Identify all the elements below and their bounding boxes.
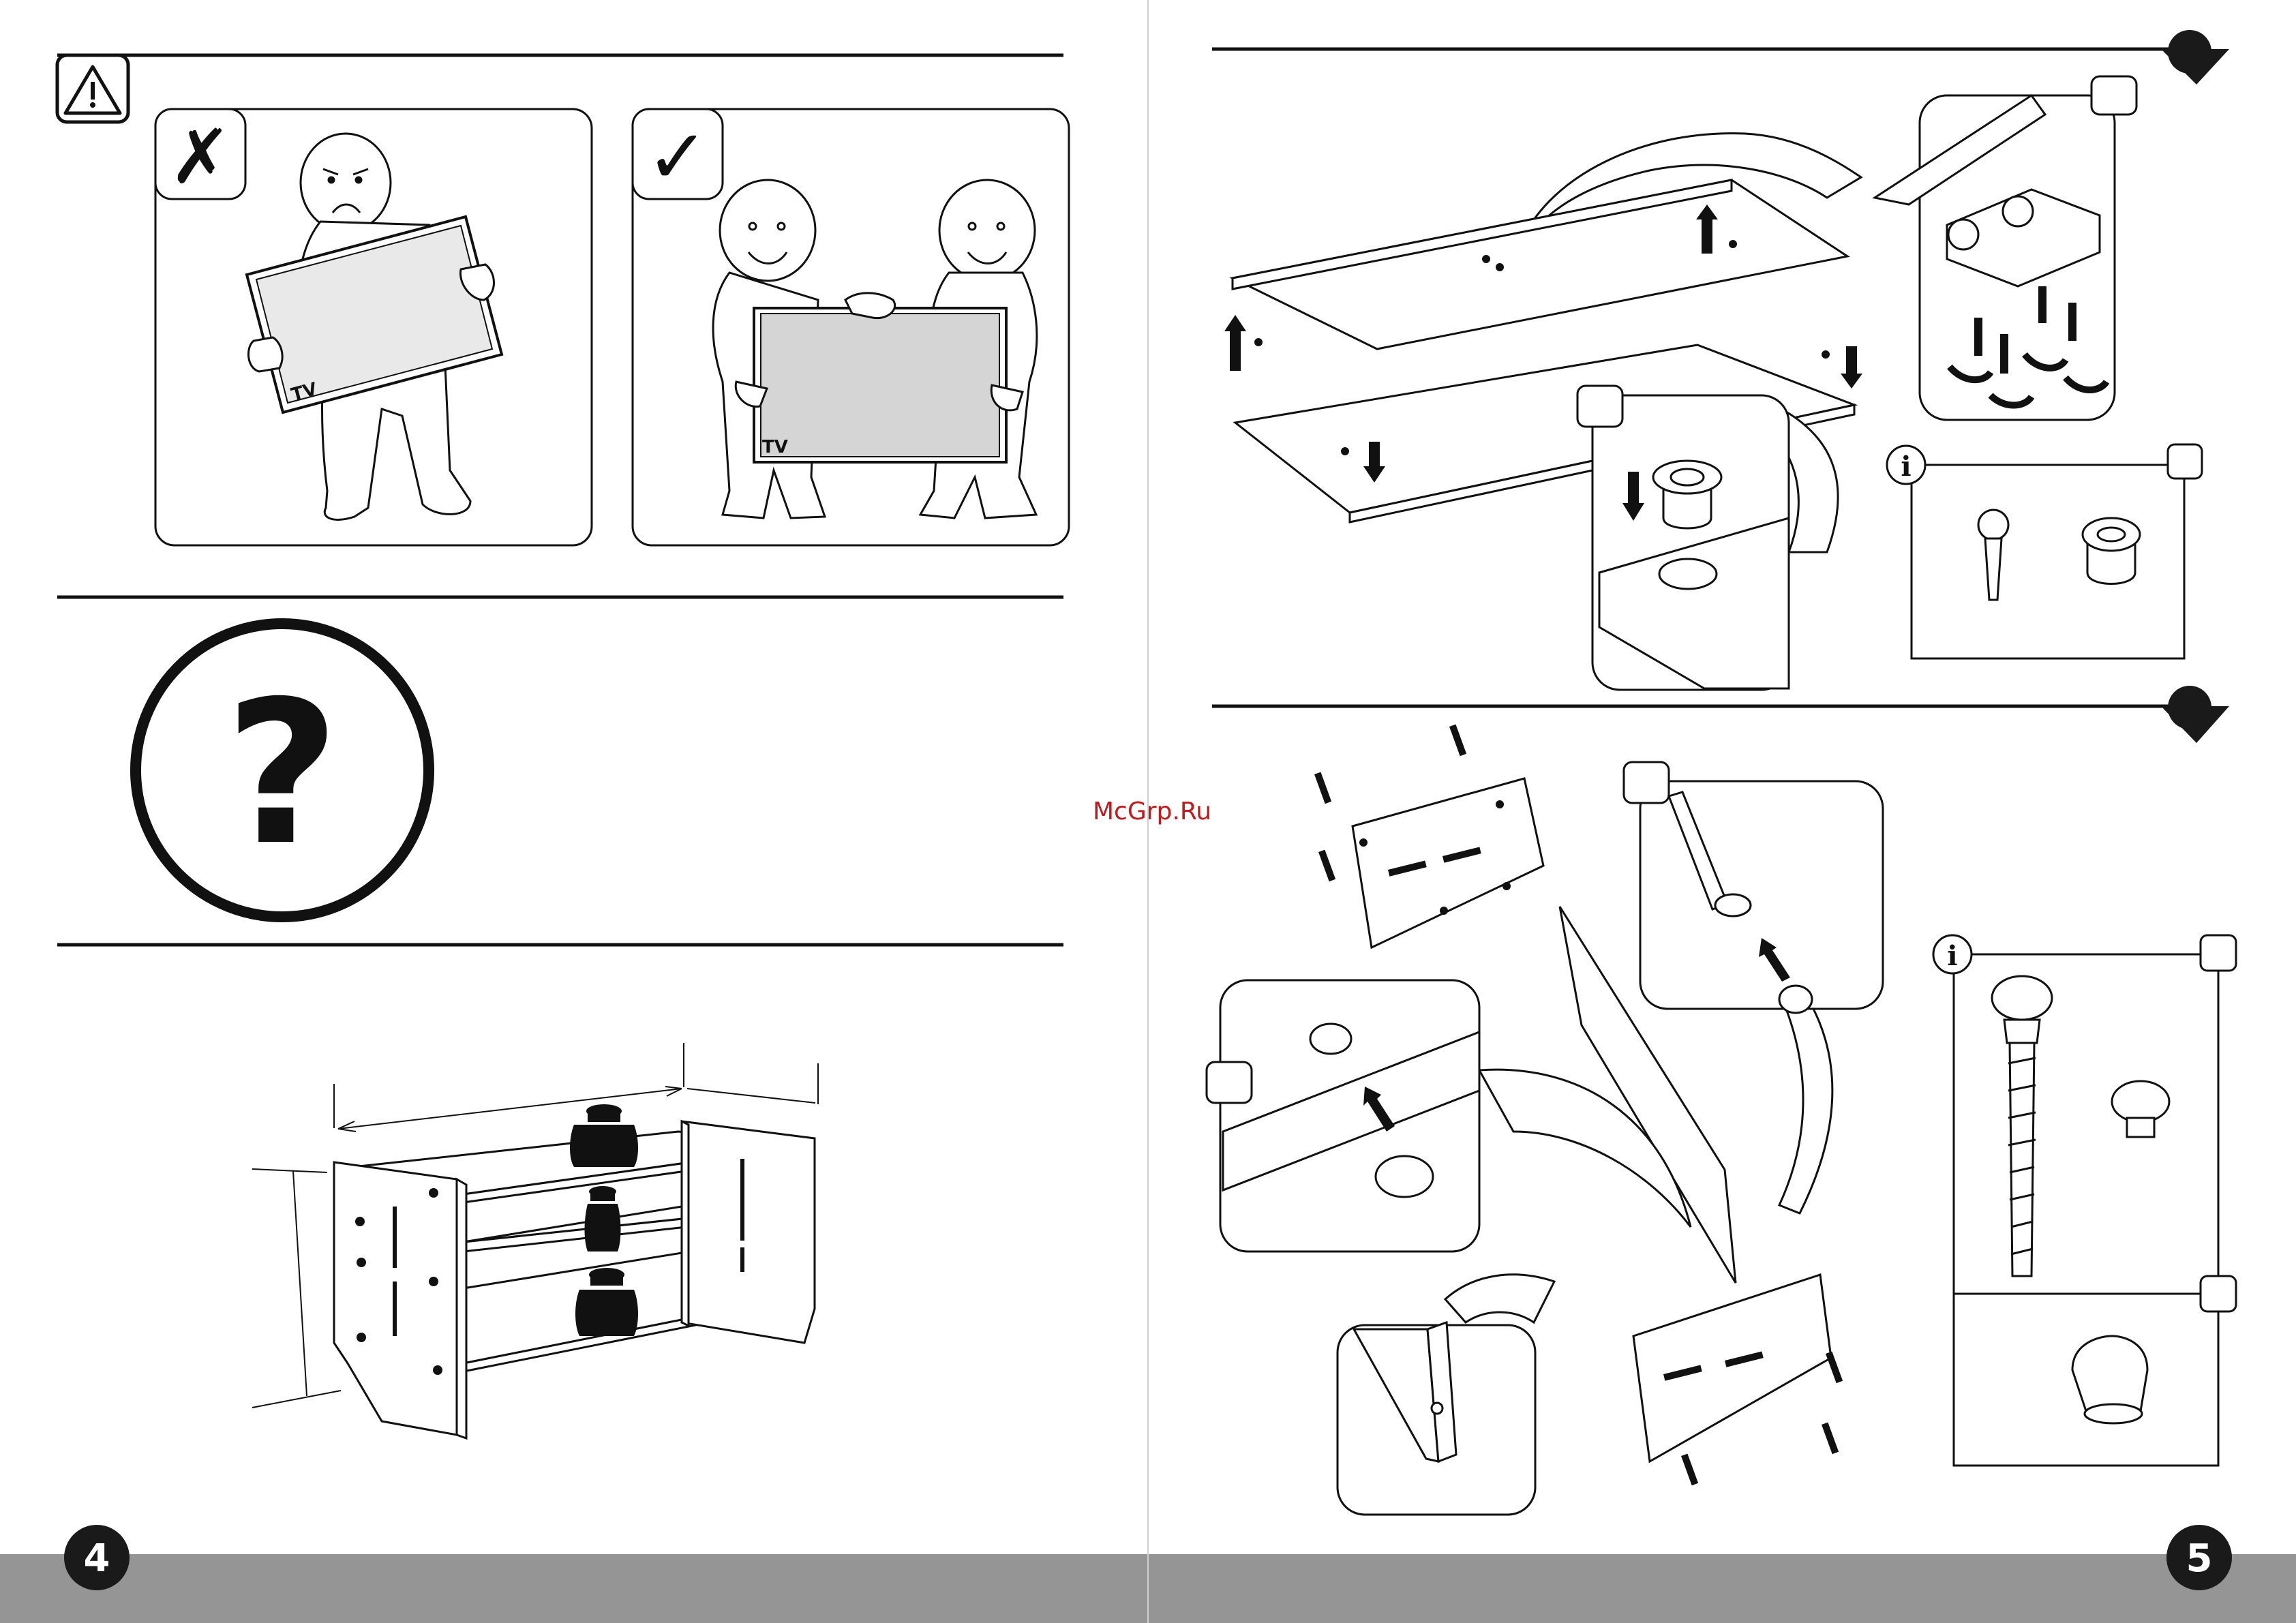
cam-nut-icon [2112,1081,2169,1122]
cross-mark-icon: ✗ [169,113,232,200]
question-glyph: ? [225,659,339,889]
part-label-box [2168,444,2202,479]
panel-correct-carry: ✓ TV [633,109,1069,545]
cam-detail-callout [1577,386,1838,690]
help-question-icon: ? [136,624,429,917]
part-label-box [1207,1062,1252,1103]
page-number-text: 4 [84,1536,110,1581]
part-label-box [1577,386,1622,427]
info-box-step-b: i [1933,935,2236,1466]
panel-wrong-carry: ✗ TV [155,109,592,545]
weight-icon-top [570,1104,638,1167]
connector-bolt-icon [1992,976,2052,1020]
tv-screen-level: TV [754,308,1006,462]
info-box-step-a: i [1887,444,2202,658]
part-label-box [2201,935,2236,971]
part-label-box [2201,1276,2236,1311]
tv-stand-load-diagram [252,1043,818,1438]
part-label-box [2091,76,2136,115]
info-glyph: i [1901,451,1911,483]
page-number-left: 4 [64,1525,130,1590]
step-marker-icon [2168,686,2211,729]
bracket-detail-callout [1338,1275,1554,1515]
watermark: McGrp.Ru [1093,798,1211,825]
hinge-detail-callout [1875,76,2136,420]
tv-label: TV [762,437,788,457]
weight-icon-middle [585,1186,621,1252]
dowel-insert-icon [2072,1336,2147,1411]
part-label-box [1624,762,1669,803]
step-marker-icon [2168,30,2211,74]
page-number-text: 5 [2186,1536,2213,1581]
check-mark-icon: ✓ [646,113,709,200]
warning-triangle-icon [57,55,128,122]
hand [248,337,282,371]
hand [845,293,895,318]
screw-head-icon [1978,510,2008,540]
page-number-right: 5 [2166,1525,2232,1590]
info-glyph: i [1947,940,1957,972]
